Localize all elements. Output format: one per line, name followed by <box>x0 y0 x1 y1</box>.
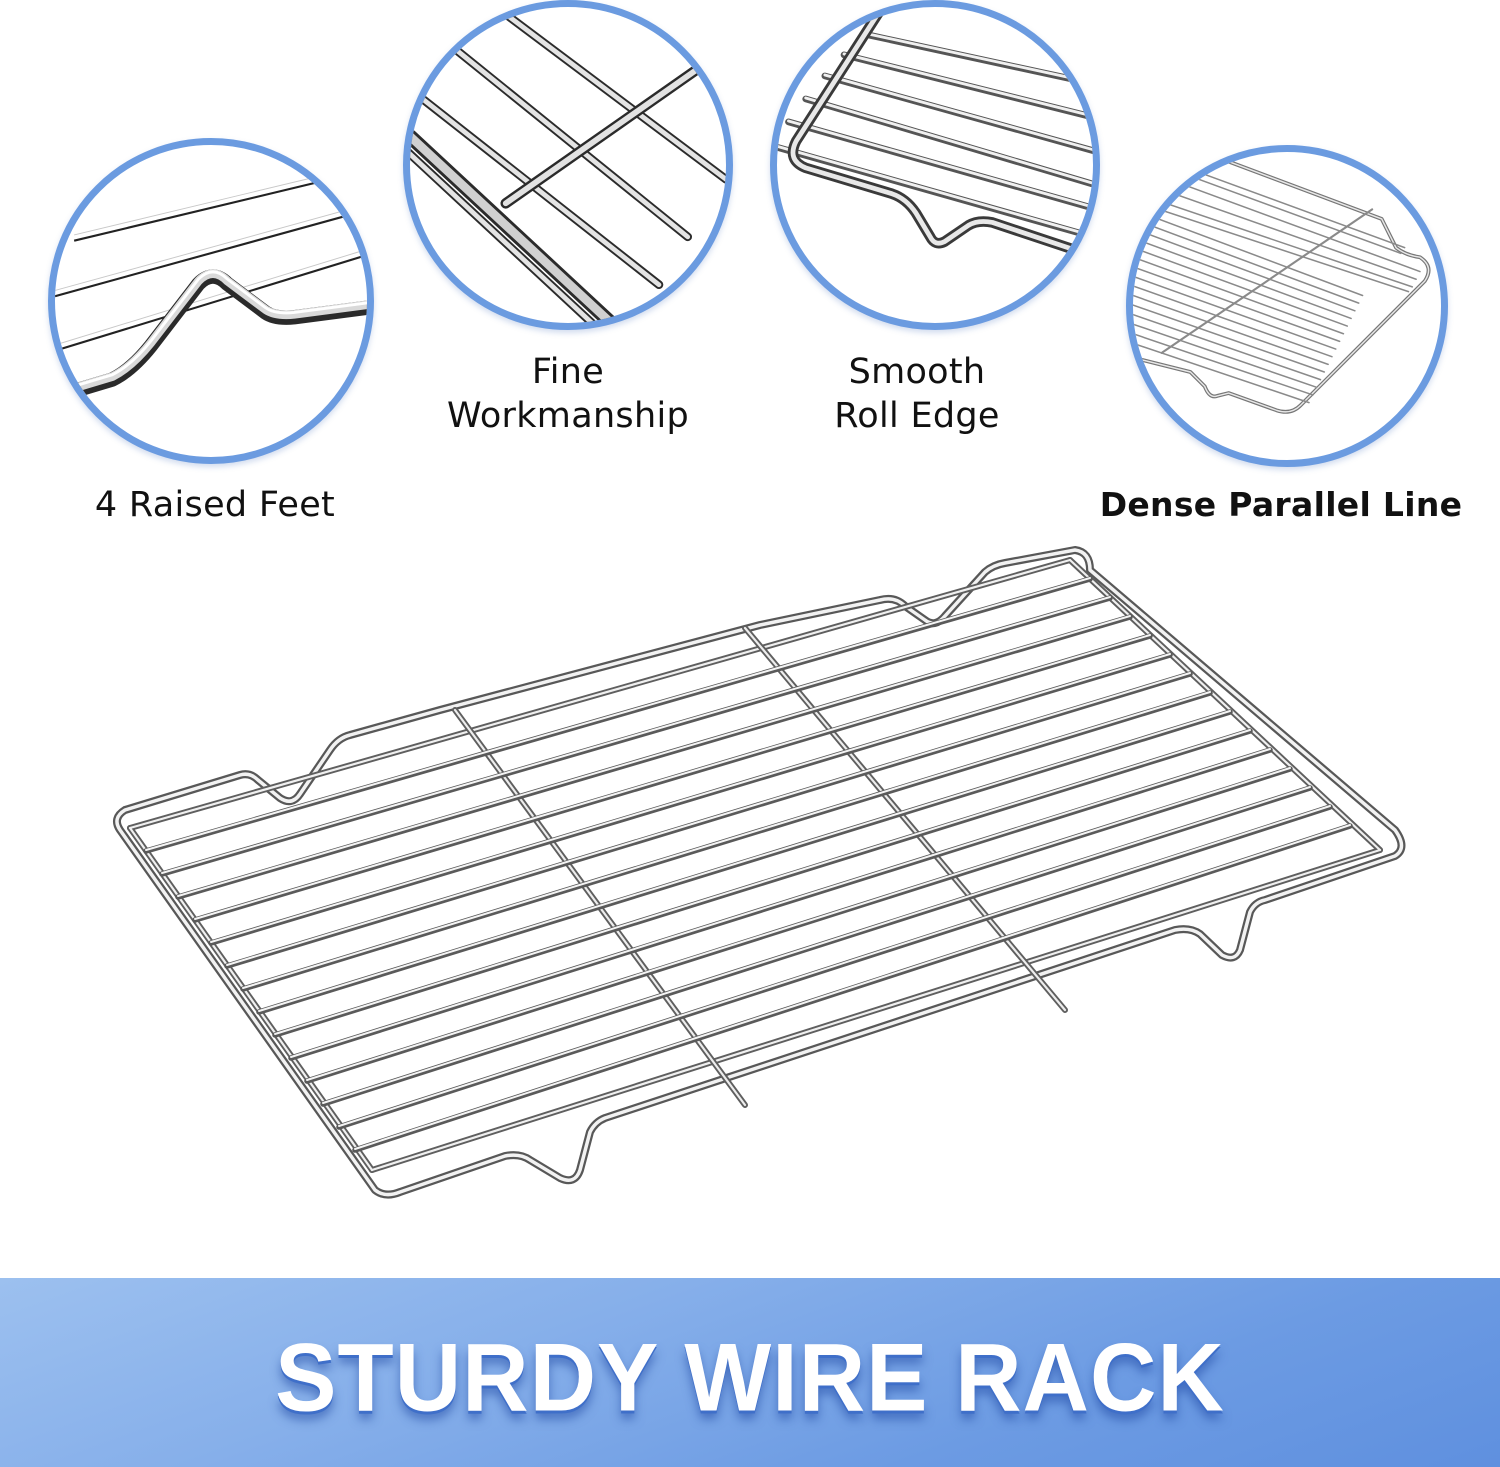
feature-label-smooth-roll-edge: Smooth Roll Edge <box>752 350 1082 438</box>
feature-circle-smooth-roll-edge <box>770 0 1100 330</box>
rolled-edge-closeup-icon <box>777 7 1093 262</box>
feature-label-line-2: Roll Edge <box>834 396 1000 436</box>
banner-title: STURDY WIRE RACK <box>275 1324 1225 1432</box>
feature-label-dense-parallel-line: Dense Parallel Line <box>1099 485 1463 524</box>
feature-label-line-1: Fine <box>531 352 605 392</box>
feature-label-fine-workmanship: Fine Workmanship <box>403 350 733 438</box>
feature-circle-fine-workmanship <box>403 0 733 330</box>
title-banner: STURDY WIRE RACK <box>0 1278 1500 1467</box>
dense-grid-closeup-icon <box>1133 159 1431 414</box>
feature-circle-raised-feet <box>48 138 374 464</box>
feature-label-line-2: Workmanship <box>446 396 689 436</box>
wire-rack-icon <box>112 546 1406 1199</box>
raised-feet-closeup-icon <box>55 165 367 402</box>
feature-circle-dense-parallel-line <box>1126 145 1448 467</box>
feature-label-raised-feet: 4 Raised Feet <box>94 485 336 525</box>
feature-label-line-1: Smooth <box>848 352 986 392</box>
main-product-image <box>0 530 1500 1270</box>
weld-joint-closeup-icon <box>410 7 726 323</box>
